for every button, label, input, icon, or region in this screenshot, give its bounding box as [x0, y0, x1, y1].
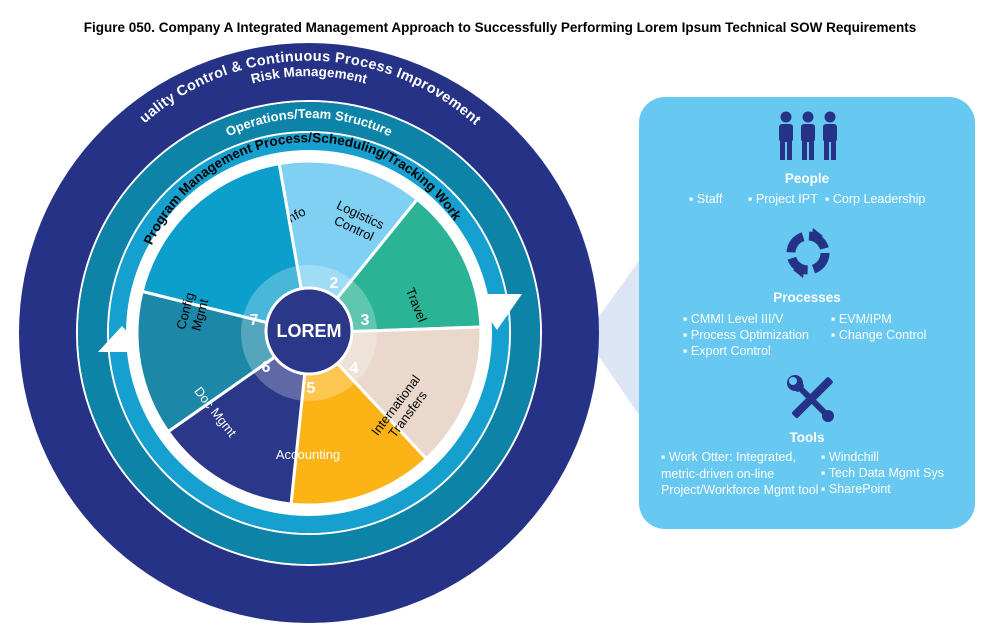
- people-title: People: [784, 171, 830, 186]
- tool-item-label: Tech Data Mgmt Sys: [828, 466, 945, 480]
- people-item-label: Project IPT: [755, 192, 818, 206]
- segment-number-3: 3: [361, 312, 370, 329]
- left-flow-arrowhead: [98, 326, 146, 352]
- tool-item: ▪ Windchill: [821, 450, 879, 464]
- process-item-label: EVM/IPM: [838, 312, 892, 326]
- segment-number-5: 5: [307, 380, 316, 397]
- tool-item-label: Work Otter: Integrated, metric-driven on…: [661, 450, 819, 497]
- segment-number-7: 7: [250, 312, 259, 329]
- tool-item-work-otter: ▪ Work Otter: Integrated, metric-driven …: [661, 450, 819, 497]
- tool-item-label: Windchill: [828, 450, 879, 464]
- tools-title: Tools: [789, 430, 825, 445]
- tool-item: ▪ SharePoint: [821, 482, 891, 496]
- segment-number-6: 6: [262, 359, 271, 376]
- figure-title: Figure 050. Company A Integrated Managem…: [83, 20, 917, 35]
- segment-config-mgmt: [140, 161, 311, 336]
- panel-pointer: [585, 258, 641, 418]
- process-item: ▪ Process Optimization: [683, 328, 810, 342]
- people-item-label: Staff: [696, 192, 723, 206]
- segment-number-2: 2: [330, 275, 339, 292]
- process-item-label: CMMI Level III/V: [690, 312, 784, 326]
- segment-accounting: [166, 329, 311, 506]
- process-item: ▪ EVM/IPM: [831, 312, 892, 326]
- process-item-label: Change Control: [838, 328, 927, 342]
- hub-circle: [264, 286, 354, 376]
- people-item-label: Corp Leadership: [832, 192, 926, 206]
- segment-label-line: Accounting: [276, 447, 340, 462]
- right-flow-arrowhead: [472, 294, 522, 330]
- info-panel: People ▪ Staff ▪ Project IPT ▪ Corp Lead…: [639, 97, 975, 529]
- process-item-label: Process Optimization: [690, 328, 810, 342]
- segment-international-transfers: [289, 329, 429, 507]
- processes-title: Processes: [773, 290, 841, 305]
- segment-logistics-control: [305, 197, 483, 335]
- process-item: ▪ CMMI Level III/V: [683, 312, 784, 326]
- wrench-screwdriver-icon: [787, 375, 834, 422]
- process-item: ▪ Change Control: [831, 328, 927, 342]
- risk-ring-label: Risk Management: [249, 64, 369, 87]
- quality-ring-inner-line: [76, 100, 542, 566]
- process-item: ▪ Export Control: [683, 344, 771, 358]
- three-people-icon: [779, 111, 837, 160]
- process-item-label: Export Control: [690, 344, 771, 358]
- hub-label: LOREM: [277, 321, 342, 341]
- cycle-arrows-icon: [786, 228, 830, 278]
- people-item-staff: ▪ Staff: [689, 192, 723, 206]
- segment-number-4: 4: [350, 360, 359, 377]
- tool-item-label: SharePoint: [828, 482, 891, 496]
- people-item-project-ipt: ▪ Project IPT: [748, 192, 818, 206]
- segment-label-accounting: Accounting: [276, 447, 340, 462]
- segments-group: Sensitive/Proprietary Info1LogisticsCont…: [135, 159, 483, 507]
- risk-ring-inner-line: [107, 131, 511, 535]
- tool-item: ▪ Tech Data Mgmt Sys: [821, 466, 945, 480]
- segment-travel: [305, 325, 483, 461]
- people-item-corp-leadership: ▪ Corp Leadership: [825, 192, 926, 206]
